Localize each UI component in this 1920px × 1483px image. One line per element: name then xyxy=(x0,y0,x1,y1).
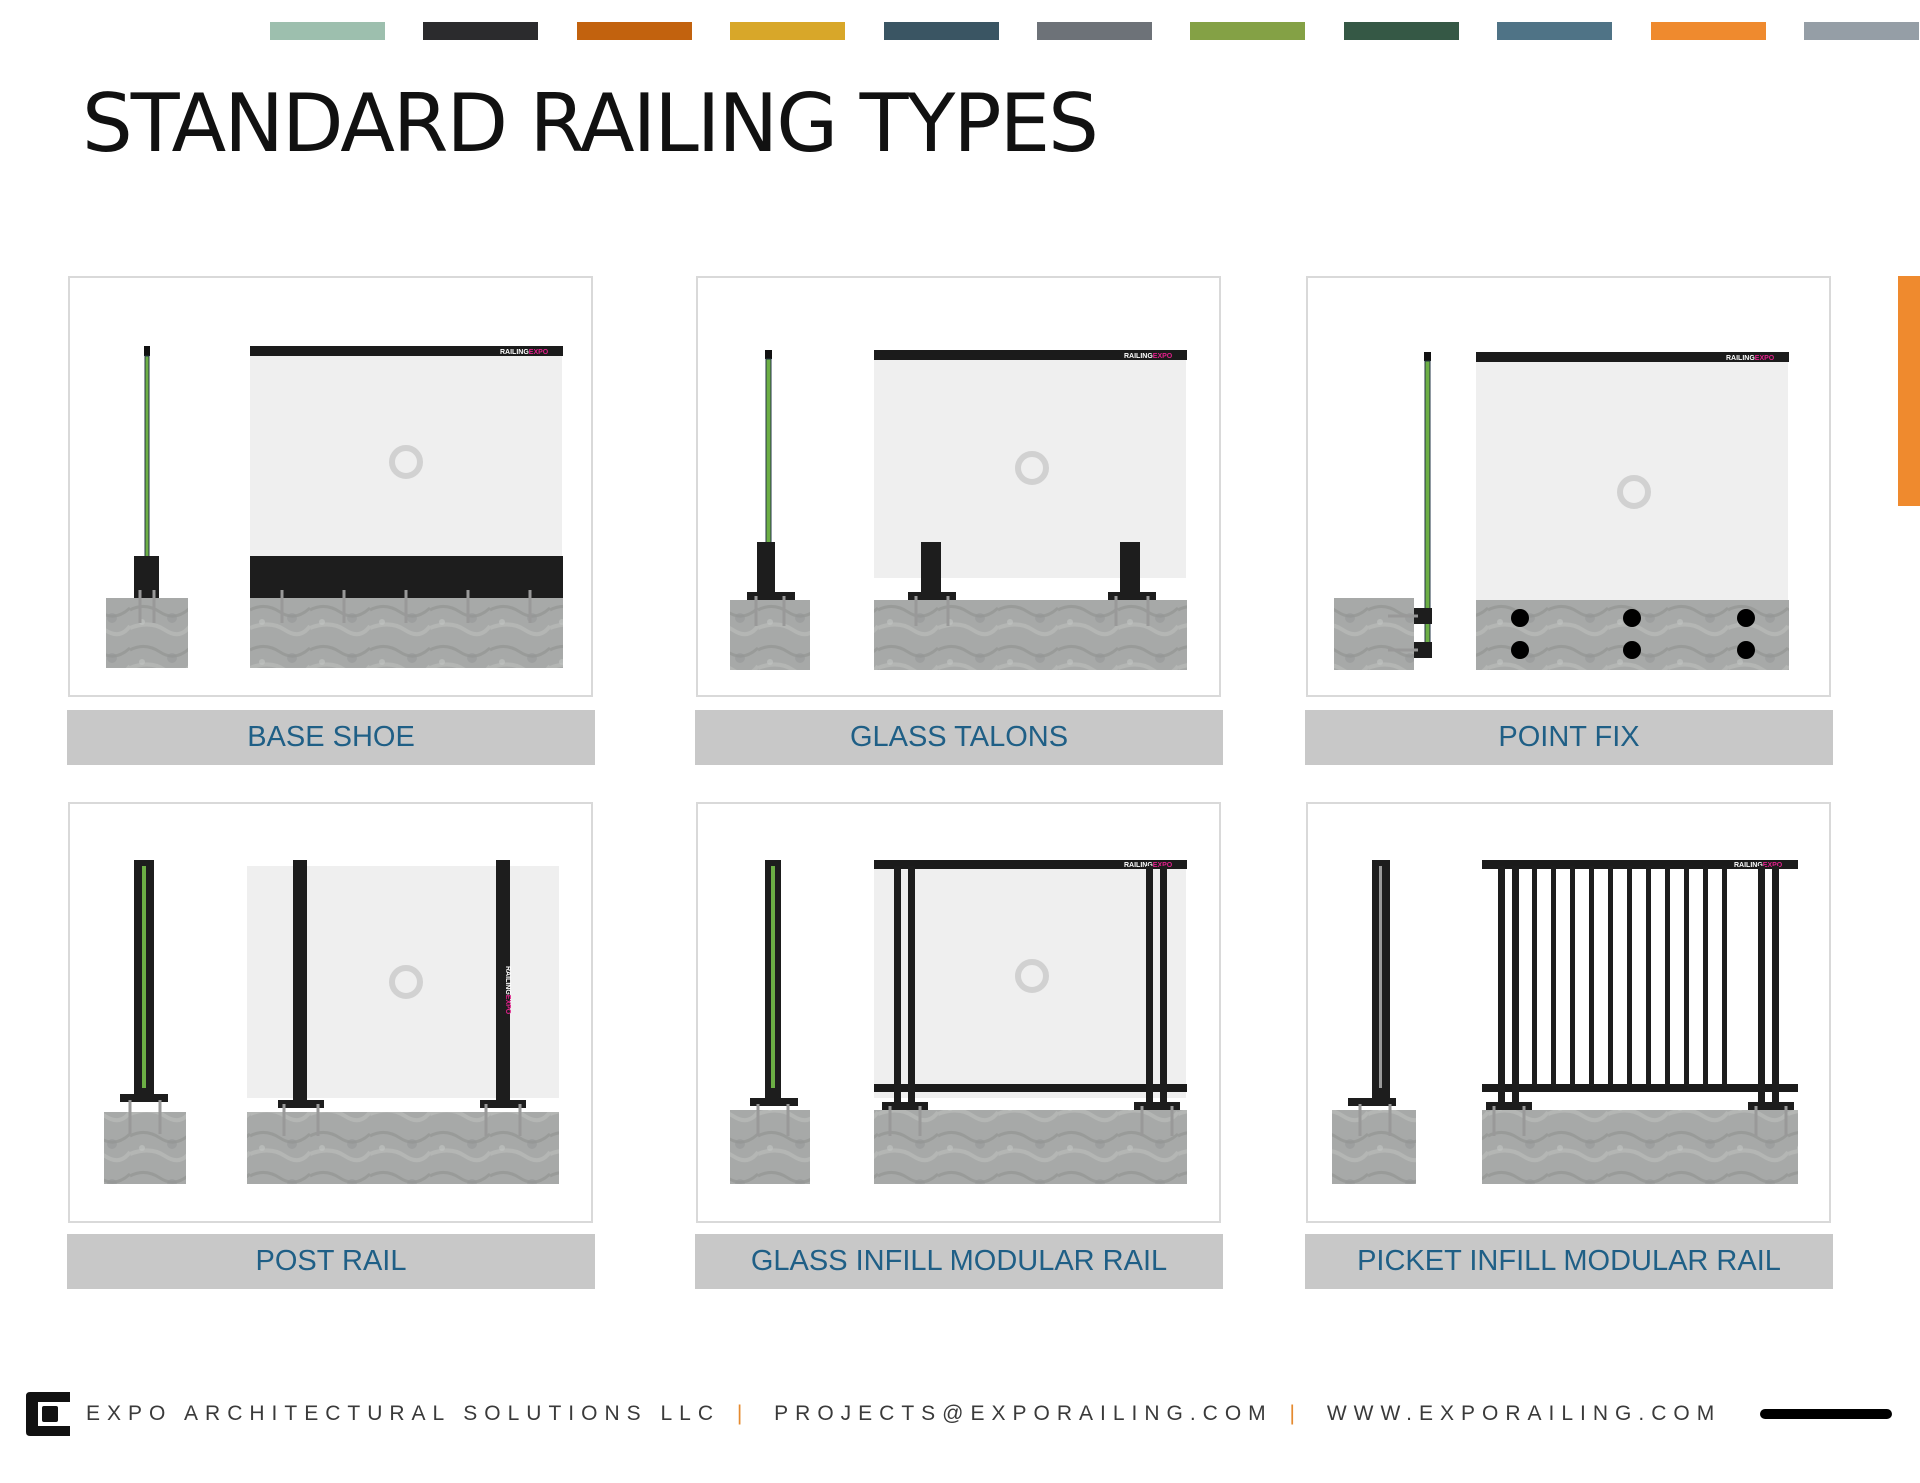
footer-separator: | xyxy=(1289,1402,1302,1425)
color-swatch xyxy=(423,22,538,40)
caption-base-shoe: BASE SHOE xyxy=(67,710,595,765)
point-fix-illustration: RAILINGEXPO xyxy=(1334,352,1789,670)
svg-text:RAILINGEXPO: RAILINGEXPO xyxy=(1124,353,1173,360)
footer: EXPO ARCHITECTURAL SOLUTIONS LLC | PROJE… xyxy=(0,1384,1920,1444)
picket-infill-illustration: RAILINGEXPO xyxy=(1332,860,1798,1184)
caption-glass-talons: GLASS TALONS xyxy=(695,710,1223,765)
card-glass-talons: RAILINGEXPO xyxy=(696,276,1221,697)
caption-post-rail: POST RAIL xyxy=(67,1234,595,1289)
caption-picket-infill-modular-rail: PICKET INFILL MODULAR RAIL xyxy=(1305,1234,1833,1289)
side-accent-tab xyxy=(1898,276,1920,506)
card-picket-infill-modular-rail: RAILINGEXPO xyxy=(1306,802,1831,1223)
color-swatch xyxy=(270,22,385,40)
svg-text:RAILINGEXPO: RAILINGEXPO xyxy=(1734,862,1783,869)
svg-text:RAILINGEXPO: RAILINGEXPO xyxy=(504,966,511,1015)
svg-text:RAILINGEXPO: RAILINGEXPO xyxy=(1726,355,1775,362)
website-link[interactable]: WWW.EXPORAILING.COM xyxy=(1326,1402,1722,1425)
expo-logo-icon xyxy=(26,1392,70,1436)
company-name: EXPO ARCHITECTURAL SOLUTIONS LLC xyxy=(86,1402,720,1425)
color-swatch xyxy=(1037,22,1152,40)
card-point-fix: RAILINGEXPO xyxy=(1306,276,1831,697)
page-title: STANDARD RAILING TYPES xyxy=(82,77,1099,170)
svg-text:RAILINGEXPO: RAILINGEXPO xyxy=(500,349,549,356)
footer-accent-line xyxy=(1760,1409,1892,1419)
glass-infill-illustration: RAILINGEXPO xyxy=(730,860,1187,1184)
footer-separator: | xyxy=(736,1402,750,1425)
color-swatch xyxy=(884,22,999,40)
glass-talons-illustration: RAILINGEXPO xyxy=(730,350,1187,670)
caption-point-fix: POINT FIX xyxy=(1305,710,1833,765)
caption-glass-infill-modular-rail: GLASS INFILL MODULAR RAIL xyxy=(695,1234,1223,1289)
color-swatch xyxy=(1804,22,1919,40)
base-shoe-illustration: RAILINGEXPO xyxy=(106,346,563,668)
card-post-rail: RAILINGEXPO xyxy=(68,802,593,1223)
color-swatch xyxy=(577,22,692,40)
color-swatch xyxy=(1344,22,1459,40)
svg-text:RAILINGEXPO: RAILINGEXPO xyxy=(1124,862,1173,869)
color-swatch xyxy=(1190,22,1305,40)
card-base-shoe: RAILINGEXPO xyxy=(68,276,593,697)
color-swatch xyxy=(1651,22,1766,40)
card-glass-infill-modular-rail: RAILINGEXPO xyxy=(696,802,1221,1223)
color-swatch xyxy=(1497,22,1612,40)
color-swatch xyxy=(730,22,845,40)
footer-contact: EXPO ARCHITECTURAL SOLUTIONS LLC | PROJE… xyxy=(86,1402,1721,1426)
post-rail-illustration: RAILINGEXPO xyxy=(104,860,559,1184)
email-link[interactable]: PROJECTS@EXPORAILING.COM xyxy=(774,1402,1273,1425)
